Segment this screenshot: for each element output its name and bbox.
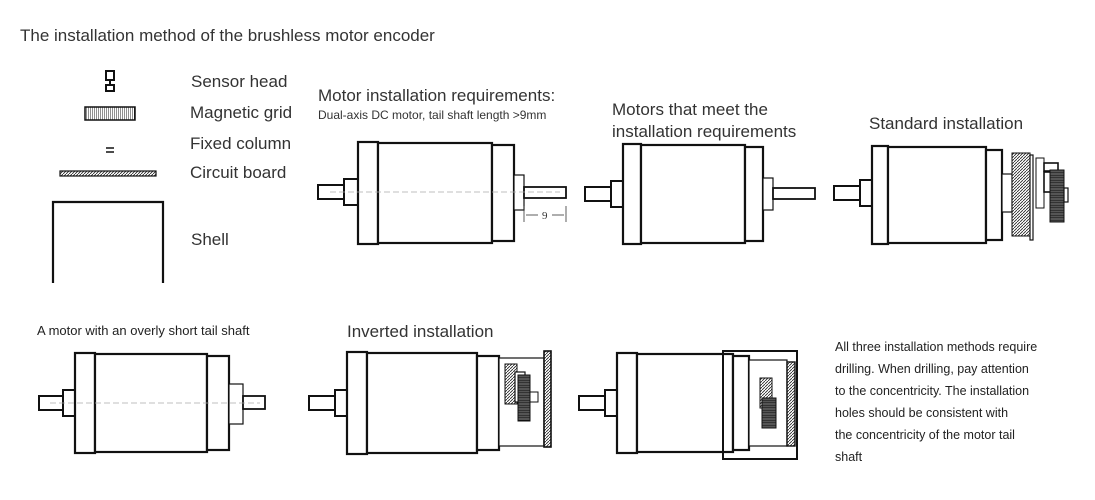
- fixed-column-icon: [106, 147, 114, 153]
- meets-requirements-line1: Motors that meet the: [612, 100, 768, 119]
- legend-fixed-column-label: Fixed column: [190, 134, 292, 153]
- dimension-9mm: [523, 206, 567, 222]
- note-line: All three installation methods require: [835, 340, 1038, 354]
- requirements-title: Motor installation requirements:: [318, 86, 556, 105]
- legend-shell-label: Shell: [191, 230, 229, 249]
- shell-icon: [51, 200, 165, 283]
- note-line: the concentricity of the motor tail: [835, 428, 1015, 442]
- sensor-head-icon: [105, 70, 115, 92]
- note-line: to the concentricity. The installation: [835, 384, 1030, 398]
- inverted-installation-label: Inverted installation: [347, 322, 494, 341]
- legend-sensor-head-label: Sensor head: [191, 72, 288, 91]
- page-title: The installation method of the brushless…: [20, 26, 435, 45]
- note-line: shaft: [835, 450, 863, 464]
- dimension-label: 9: [542, 210, 548, 222]
- qualified-motor: [584, 142, 816, 246]
- note-line: drilling. When drilling, pay attention: [835, 362, 1029, 376]
- short-shaft-label: A motor with an overly short tail shaft: [37, 323, 250, 338]
- legend-circuit-board-label: Circuit board: [190, 163, 287, 182]
- requirement-motor: [317, 140, 567, 246]
- meets-requirements-line2: installation requirements: [612, 122, 797, 141]
- standard-installation-label: Standard installation: [869, 114, 1024, 133]
- drilling-note: All three installation methods require d…: [835, 336, 1075, 468]
- legend-magnetic-grid-label: Magnetic grid: [190, 103, 293, 122]
- third-installation-motor: [578, 350, 798, 460]
- standard-installation-motor: [833, 144, 1069, 246]
- circuit-board-icon: [59, 170, 157, 177]
- magnetic-grid-icon: [84, 106, 136, 121]
- note-line: holes should be consistent with: [835, 406, 1009, 420]
- short-shaft-motor: [38, 351, 266, 455]
- requirements-subtitle: Dual-axis DC motor, tail shaft length >9…: [318, 108, 547, 122]
- inverted-installation-motor: [308, 350, 552, 456]
